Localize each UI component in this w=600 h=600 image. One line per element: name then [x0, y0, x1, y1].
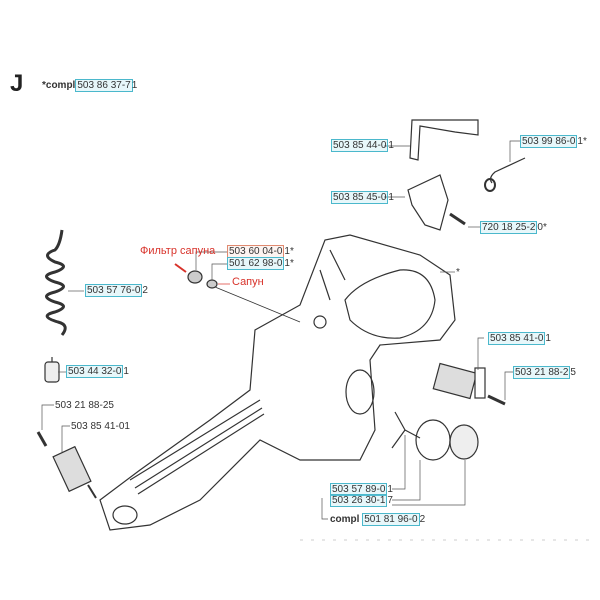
part-tail: 1 — [131, 80, 138, 91]
part-number[interactable]: 501 62 98-0 — [227, 257, 285, 270]
part-number[interactable]: 503 57 89-0 — [330, 483, 388, 496]
part-number[interactable]: 503 57 76-0 — [85, 284, 143, 297]
part-tail: 2 — [142, 285, 148, 296]
part-number[interactable]: 503 26 30-1 — [330, 494, 388, 507]
part-number[interactable]: 503 99 86-0 — [520, 135, 578, 148]
part-tail: 1 — [123, 366, 129, 377]
part-tail: 1 — [387, 484, 393, 495]
part-tail: 5 — [570, 367, 576, 378]
part-number[interactable]: 501 81 96-0 — [362, 513, 420, 526]
trigger-spring — [484, 157, 526, 192]
handle-star: * — [456, 267, 460, 278]
filter-name: Фильтр сапуна — [140, 245, 216, 257]
part-tail: 0* — [537, 222, 547, 233]
part-number[interactable]: 720 18 25-2 — [480, 221, 538, 234]
av-spring-left — [36, 431, 97, 499]
compl-prefix: compl — [330, 514, 360, 525]
breather-name: Сапун — [232, 276, 264, 288]
section-letter: J — [10, 70, 24, 97]
breather-filter — [174, 263, 301, 323]
rear-handle-housing — [99, 234, 456, 531]
av-left-part: 503 85 41-01 — [71, 421, 130, 432]
part-tail: 1* — [577, 136, 587, 147]
leader-lines — [41, 140, 520, 520]
part-number[interactable]: 503 85 44-0 — [331, 139, 389, 152]
spring-left — [45, 229, 67, 336]
part-tail: 7 — [387, 495, 393, 506]
part-tail: 1 — [388, 192, 394, 203]
throttle-trigger — [409, 119, 479, 161]
part-number[interactable]: 503 60 04-0 — [227, 245, 285, 258]
part-tail: 1 — [388, 140, 394, 151]
rubber-buffer — [44, 357, 60, 383]
part-number[interactable]: 503 21 88-2 — [513, 366, 571, 379]
part-number[interactable]: 503 44 32-0 — [66, 365, 124, 378]
part-number[interactable]: 503 86 37-7 — [75, 79, 133, 92]
screw-left-part: 503 21 88-25 — [55, 400, 114, 411]
part-number[interactable]: 503 85 45-0 — [331, 191, 389, 204]
throttle-lockout — [407, 174, 466, 231]
part-tail: 2 — [419, 514, 426, 525]
part-number[interactable]: 503 85 41-0 — [488, 332, 546, 345]
part-tail: 1 — [545, 333, 551, 344]
tank-cap — [391, 411, 479, 461]
compl-prefix: *compl — [42, 80, 76, 91]
av-spring-right — [432, 362, 506, 406]
part-tail: 1* — [284, 258, 294, 269]
part-tail: 1* — [284, 246, 294, 257]
